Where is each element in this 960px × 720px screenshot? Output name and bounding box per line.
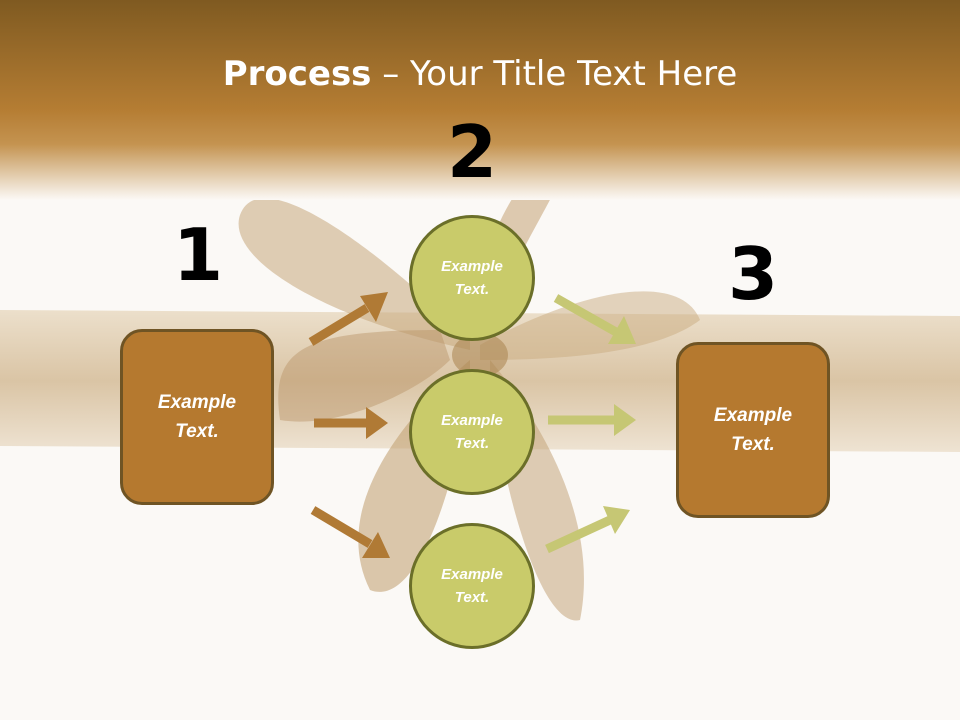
right-box-label: Example Text. xyxy=(713,405,793,455)
left-box-label: Example Text. xyxy=(157,392,237,442)
arrow-top-circle-to-right xyxy=(553,294,636,344)
arrow-left-to-top-circle xyxy=(308,292,388,346)
title-rest-part: – Your Title Text Here xyxy=(371,54,738,94)
arrow-middle-circle-to-right xyxy=(548,404,636,436)
process-circle-middle: Example Text. xyxy=(409,369,535,495)
arrow-bottom-circle-to-right xyxy=(545,506,630,554)
circle-top-label: Example Text. xyxy=(441,258,503,298)
left-process-box: Example Text. xyxy=(120,329,274,505)
arrow-left-to-middle-circle xyxy=(314,407,388,439)
right-process-box: Example Text. xyxy=(676,342,830,518)
process-circle-bottom: Example Text. xyxy=(409,523,535,649)
arrow-left-to-bottom-circle xyxy=(310,506,390,558)
circle-middle-label: Example Text. xyxy=(441,412,503,452)
step-number-3: 3 xyxy=(727,232,779,316)
title-bold-part: Process xyxy=(222,54,372,94)
step-number-2: 2 xyxy=(446,110,498,194)
slide-title: Process – Your Title Text Here xyxy=(0,52,960,96)
circle-bottom-label: Example Text. xyxy=(441,566,503,606)
step-number-1: 1 xyxy=(172,213,224,297)
process-circle-top: Example Text. xyxy=(409,215,535,341)
